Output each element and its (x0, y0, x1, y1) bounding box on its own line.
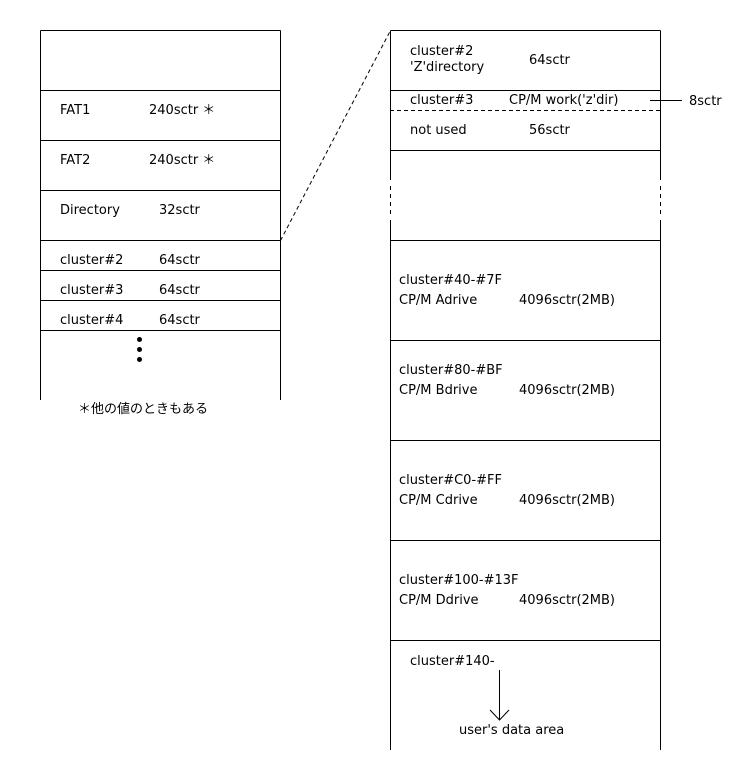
arrow-head (489, 709, 510, 721)
drive-name: CP/M Adrive (399, 293, 478, 308)
cluster3-desc: CP/M work('z'dir) (509, 93, 619, 108)
fat2-label: FAT2 (60, 153, 91, 168)
drive-range: cluster#40-#7F (399, 273, 502, 288)
drive-range: cluster#C0-#FF (399, 473, 502, 488)
drive-size: 4096sctr(2MB) (519, 293, 615, 308)
drive-size: 4096sctr(2MB) (519, 383, 615, 398)
continuation-dots (137, 337, 143, 367)
left-row-name: cluster#4 (60, 313, 124, 328)
left-row-size: 64sctr (159, 253, 200, 268)
drive-range: cluster#80-#BF (399, 363, 503, 378)
cluster2-size: 64sctr (529, 53, 570, 68)
drive-size: 4096sctr(2MB) (519, 493, 615, 508)
fat1-label: FAT1 (60, 103, 91, 118)
left-row-size: 64sctr (159, 283, 200, 298)
drive-name: CP/M Cdrive (399, 493, 478, 508)
fat1-size: 240sctr ＊ (149, 103, 216, 118)
drive-size: 4096sctr(2MB) (519, 593, 615, 608)
not-used-size: 56sctr (529, 123, 570, 138)
directory-size: 32sctr (159, 203, 200, 218)
drive-name: CP/M Bdrive (399, 383, 478, 398)
drive-name: CP/M Ddrive (399, 593, 479, 608)
directory-label: Directory (60, 203, 120, 218)
cluster2-sub: 'Z'directory (410, 60, 485, 75)
left-row-name: cluster#3 (60, 283, 124, 298)
not-used-label: not used (410, 123, 467, 138)
side-size-label: 8sctr (689, 94, 722, 109)
cluster2-label: cluster#2 (410, 44, 474, 59)
fat2-size: 240sctr ＊ (149, 153, 216, 168)
left-row-name: cluster#2 (60, 253, 124, 268)
drive-range: cluster#100-#13F (399, 573, 519, 588)
left-row-size: 64sctr (159, 313, 200, 328)
last-cluster-label: cluster#140- (410, 654, 495, 669)
footnote: ＊他の値のときもある (78, 402, 209, 417)
zoom-connector-top (280, 30, 391, 241)
user-data-area-label: user's data area (459, 723, 565, 738)
cluster3-label: cluster#3 (410, 93, 474, 108)
